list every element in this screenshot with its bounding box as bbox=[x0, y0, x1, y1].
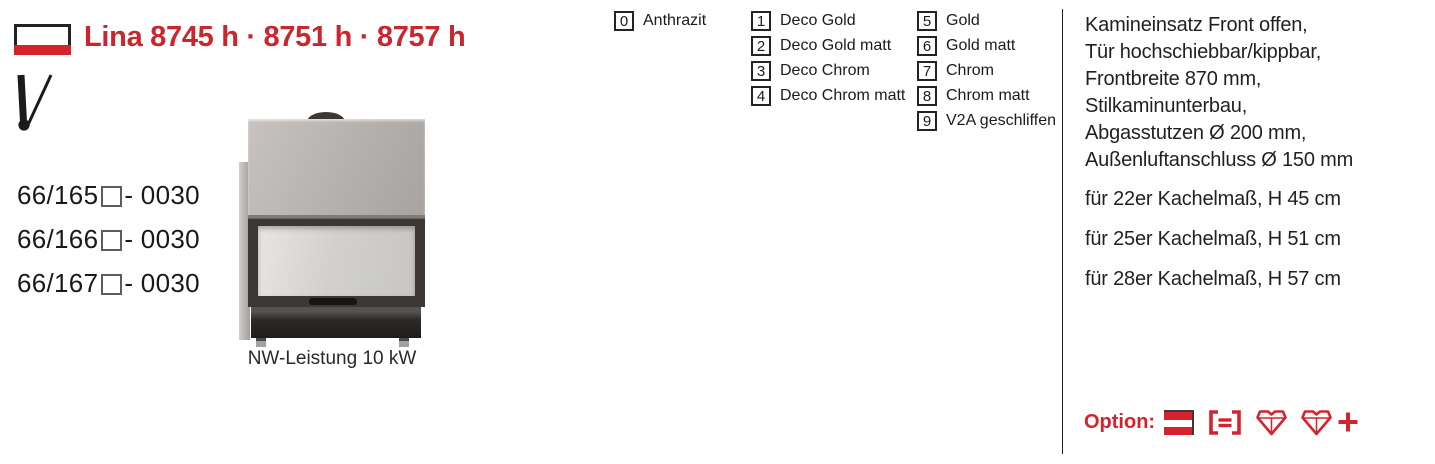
tile-size-line: für 25er Kachelmaß, H 51 cm bbox=[1085, 228, 1341, 250]
finish-option: 3 Deco Chrom bbox=[751, 61, 905, 81]
finish-digit-box: 3 bbox=[751, 61, 771, 81]
vertical-divider bbox=[1062, 9, 1063, 454]
fireplace-door-frame bbox=[248, 218, 425, 307]
tile-size-line: für 28er Kachelmaß, H 57 cm bbox=[1085, 268, 1341, 290]
finish-label: Chrom matt bbox=[946, 87, 1030, 104]
finish-option: 5 Gold bbox=[917, 11, 1056, 31]
finish-label: Gold matt bbox=[946, 37, 1016, 54]
fireplace-base bbox=[251, 307, 421, 338]
flue-collar bbox=[307, 112, 345, 123]
finish-label: Anthrazit bbox=[643, 12, 707, 29]
finish-option: 2 Deco Gold matt bbox=[751, 36, 905, 56]
check-mark-glyph bbox=[17, 74, 53, 131]
tile-size-block: für 22er Kachelmaß, H 45 cm für 25er Kac… bbox=[1085, 179, 1341, 299]
spec-line: Tür hochschiebbar/kippbar, bbox=[1085, 41, 1322, 63]
fireplace-glass bbox=[258, 226, 415, 296]
finish-options-group-anthrazit: 0 Anthrazit bbox=[614, 11, 706, 36]
flag-red-stripe bbox=[14, 45, 71, 55]
color-digit-placeholder-box bbox=[101, 274, 123, 295]
fireplace-foot bbox=[399, 338, 409, 347]
code-prefix: 66/165 bbox=[17, 180, 99, 210]
product-code-row: 66/166 - 0030 bbox=[17, 224, 200, 255]
plus-icon bbox=[1338, 412, 1358, 432]
frame-bars-icon bbox=[1209, 409, 1241, 435]
finish-options-group-metal: 5 Gold 6 Gold matt 7 Chrom 8 Chrom matt … bbox=[917, 11, 1056, 136]
finish-option: 7 Chrom bbox=[917, 61, 1056, 81]
spec-line: Frontbreite 870 mm, bbox=[1085, 68, 1262, 90]
code-prefix: 66/167 bbox=[17, 268, 99, 298]
option-icons-row: Option: bbox=[1084, 404, 1372, 440]
finish-label: Deco Gold matt bbox=[780, 37, 892, 54]
product-code-row: 66/165 - 0030 bbox=[17, 180, 200, 211]
spec-line: Kamineinsatz Front offen, bbox=[1085, 14, 1308, 36]
color-digit-placeholder-box bbox=[101, 230, 123, 251]
finish-label: Deco Gold bbox=[780, 12, 856, 29]
finish-option: 1 Deco Gold bbox=[751, 11, 905, 31]
finish-digit-box: 4 bbox=[751, 86, 771, 106]
finish-option: 4 Deco Chrom matt bbox=[751, 86, 905, 106]
finish-digit-box: 8 bbox=[917, 86, 937, 106]
finish-label: Gold bbox=[946, 12, 980, 29]
code-prefix: 66/166 bbox=[17, 224, 99, 254]
code-suffix: - 0030 bbox=[124, 224, 200, 254]
code-suffix: - 0030 bbox=[124, 268, 200, 298]
door-handle bbox=[309, 298, 357, 305]
product-code-list: 66/165 - 0030 66/166 - 0030 66/167 - 0030 bbox=[17, 180, 200, 312]
finish-digit-box: 5 bbox=[917, 11, 937, 31]
color-digit-placeholder-box bbox=[101, 186, 123, 207]
spec-line: Abgasstutzen Ø 200 mm, bbox=[1085, 122, 1307, 144]
finish-digit-box: 9 bbox=[917, 111, 937, 131]
code-suffix: - 0030 bbox=[124, 180, 200, 210]
finish-digit-box: 2 bbox=[751, 36, 771, 56]
finish-digit-box: 0 bbox=[614, 11, 634, 31]
finish-label: Deco Chrom bbox=[780, 62, 870, 79]
austria-flag-icon bbox=[1164, 409, 1195, 435]
finish-label: Deco Chrom matt bbox=[780, 87, 906, 104]
tile-size-line: für 22er Kachelmaß, H 45 cm bbox=[1085, 188, 1341, 210]
finish-option: 0 Anthrazit bbox=[614, 11, 706, 31]
spec-line: Außenluftanschluss Ø 150 mm bbox=[1085, 149, 1354, 171]
gem-icon bbox=[1301, 409, 1332, 435]
finish-options-group-deco: 1 Deco Gold 2 Deco Gold matt 3 Deco Chro… bbox=[751, 11, 905, 111]
page-title: Lina 8745 h · 8751 h · 8757 h bbox=[84, 21, 466, 53]
finish-option: 8 Chrom matt bbox=[917, 86, 1056, 106]
finish-digit-box: 7 bbox=[917, 61, 937, 81]
finish-option: 9 V2A geschliffen bbox=[917, 111, 1056, 131]
product-code-row: 66/167 - 0030 bbox=[17, 268, 200, 299]
fireplace-hood-panel bbox=[248, 119, 425, 218]
finish-option: 6 Gold matt bbox=[917, 36, 1056, 56]
finish-label: Chrom bbox=[946, 62, 995, 79]
spec-line: Stilkaminunterbau, bbox=[1085, 95, 1248, 117]
fireplace-foot bbox=[256, 338, 266, 347]
front-open-flag-icon bbox=[14, 24, 71, 55]
gem-icon bbox=[1256, 409, 1287, 435]
finish-label: V2A geschliffen bbox=[946, 112, 1057, 129]
product-image-fireplace-insert: NW-Leistung 10 kW bbox=[239, 110, 425, 370]
finish-digit-box: 6 bbox=[917, 36, 937, 56]
power-rating-caption: NW-Leistung 10 kW bbox=[247, 348, 417, 369]
option-label: Option: bbox=[1084, 410, 1156, 433]
spec-text-block: Kamineinsatz Front offen, Tür hochschieb… bbox=[1085, 12, 1353, 174]
finish-digit-box: 1 bbox=[751, 11, 771, 31]
fireplace-side-panel bbox=[239, 162, 250, 340]
